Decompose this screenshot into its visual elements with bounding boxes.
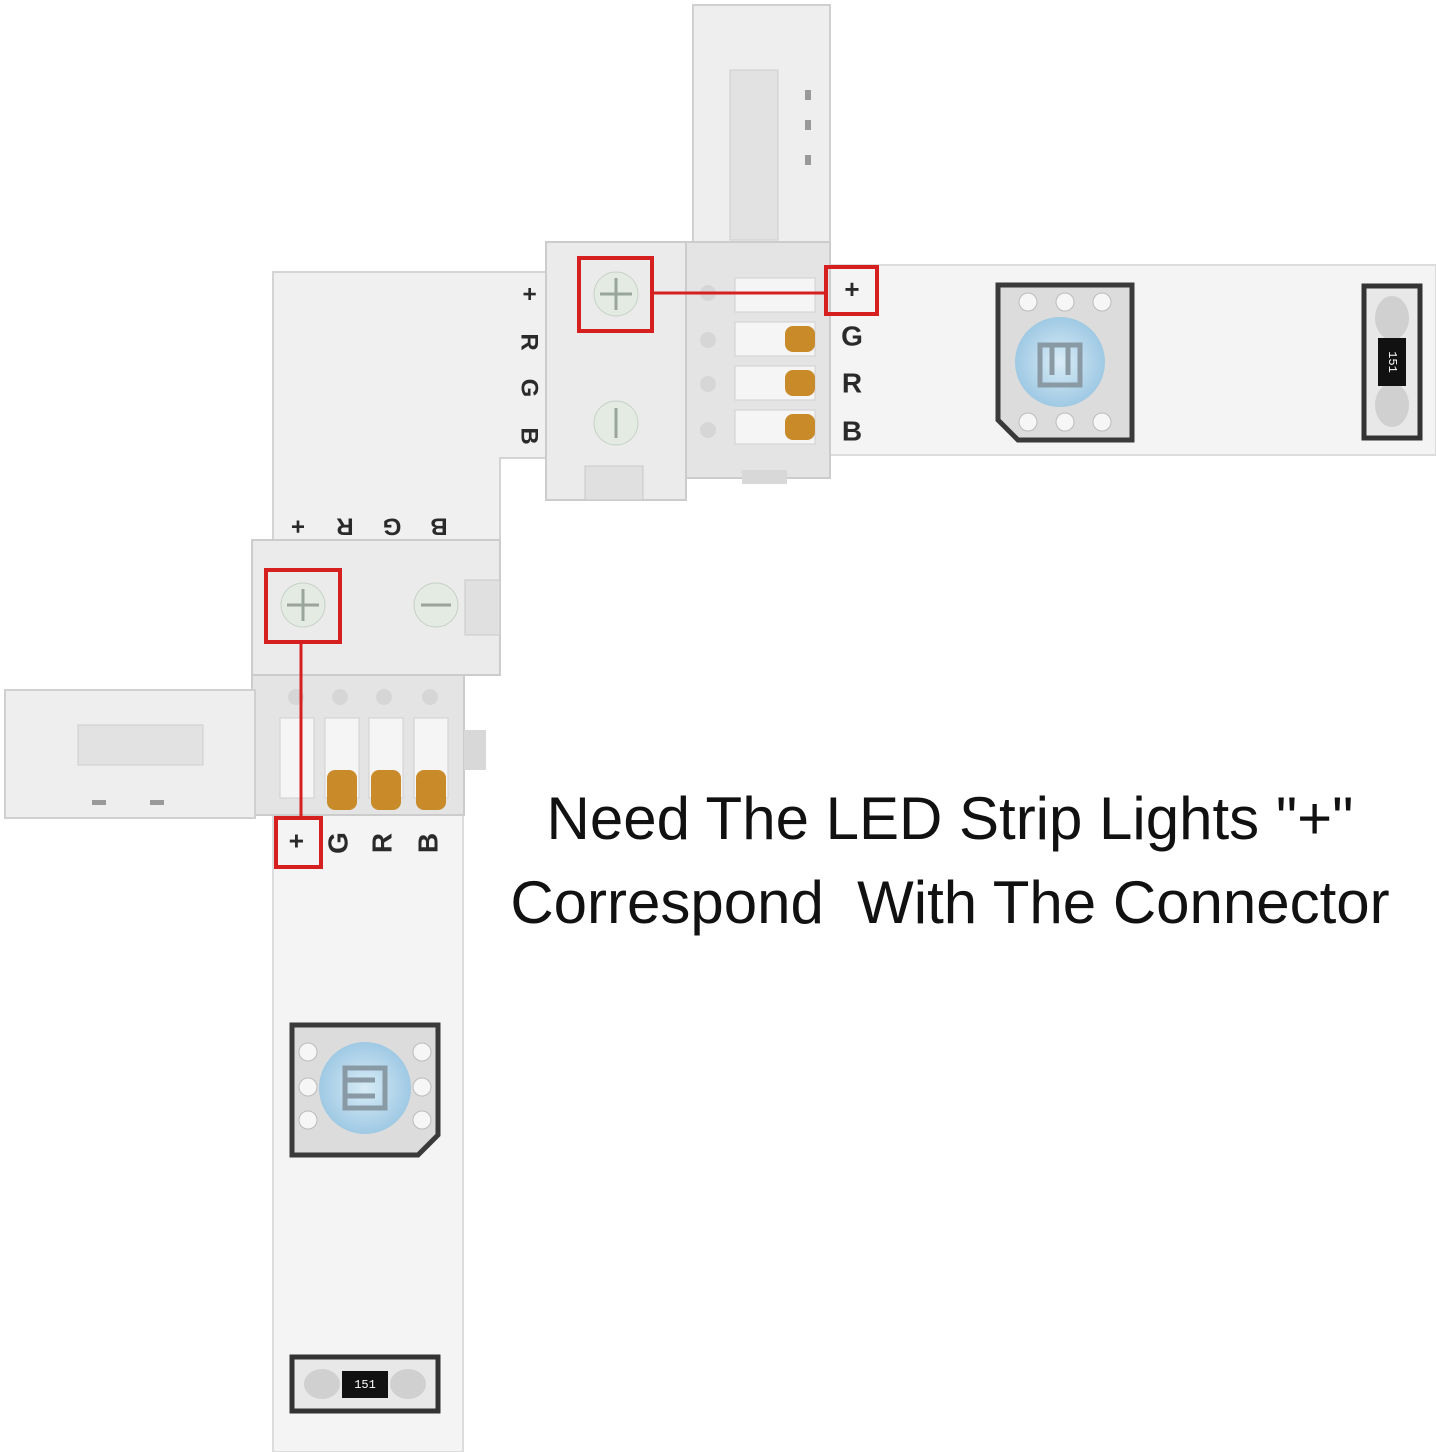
label-plus-strip-vertical: + [281, 833, 311, 848]
label-b-body-lower: B [430, 513, 447, 540]
instruction-caption-line-2: Correspond With The Connector [510, 869, 1390, 936]
label-plus-body-upper: + [516, 287, 543, 301]
label-b-strip-vertical: B [412, 833, 443, 853]
rgb-led-chip-vertical [289, 1022, 441, 1158]
strip-labels-horizontal: + G R B [841, 274, 863, 447]
resistor-code-horizontal: 151 [1385, 351, 1399, 373]
polarity-highlight-upper [577, 256, 879, 333]
label-g-strip-vertical: G [322, 832, 353, 854]
label-r-body-upper: R [516, 333, 543, 350]
instruction-caption-line-1: Need The LED Strip Lights "+" [546, 785, 1354, 852]
highlight-box-plus-strip-vertical [274, 816, 323, 869]
label-g-body-upper: G [516, 379, 543, 398]
led-strip-horizontal: 151 [829, 264, 1436, 456]
body-labels-lower: + R G B [291, 513, 448, 540]
strip-labels-vertical: + G R B [281, 832, 444, 854]
highlight-box-plus-strip-horizontal [824, 265, 879, 316]
label-g-strip-horizontal: G [841, 320, 863, 351]
label-b-body-upper: B [516, 427, 543, 444]
lower-connector [251, 539, 501, 816]
label-r-strip-horizontal: R [842, 367, 862, 398]
highlight-box-plus-terminal-lower [264, 568, 342, 644]
left-clip [4, 689, 256, 819]
l-connector-body [272, 271, 549, 541]
body-labels-upper: + R G B [516, 287, 543, 445]
upper-pins [700, 277, 816, 445]
lower-pins [279, 689, 449, 810]
label-g-body-lower: G [383, 513, 402, 540]
label-b-strip-horizontal: B [842, 415, 862, 446]
label-plus-strip-horizontal: + [844, 274, 859, 304]
label-r-strip-vertical: R [366, 833, 397, 853]
label-r-body-lower: R [336, 513, 353, 540]
polarity-highlight-lower [264, 568, 342, 869]
resistor-vertical: 151 [289, 1354, 441, 1414]
upper-connector [545, 241, 831, 501]
resistor-code-vertical: 151 [354, 1378, 376, 1392]
rgb-led-chip-horizontal [995, 282, 1135, 443]
top-clip [692, 4, 831, 251]
resistor-horizontal: 151 [1361, 283, 1423, 441]
label-plus-body-lower: + [291, 513, 305, 540]
led-strip-vertical: 151 [272, 814, 464, 1452]
